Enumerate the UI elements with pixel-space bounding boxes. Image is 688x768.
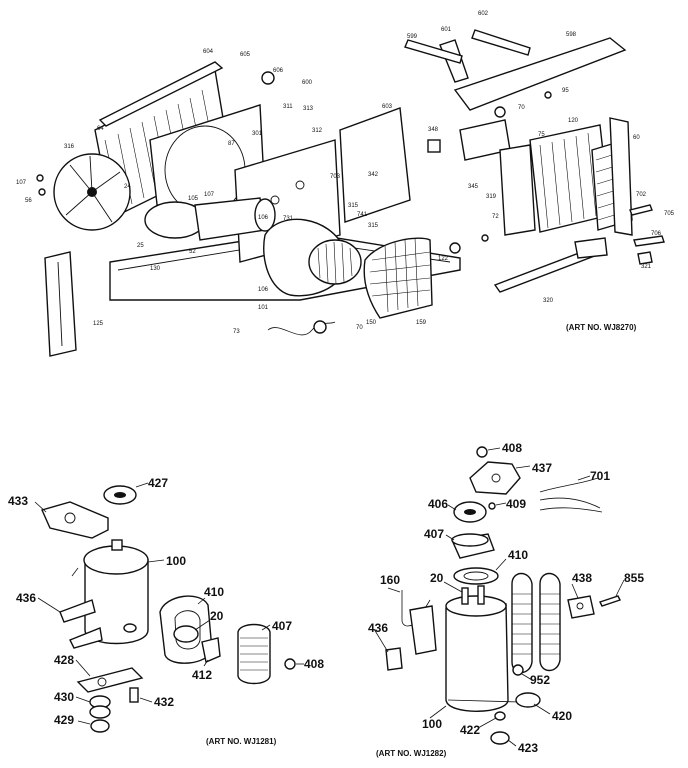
left-callouts: 427 433 100 436 410 20 407 428 408 412 4…	[8, 476, 324, 727]
callout: 429	[54, 713, 74, 727]
callout: 342	[368, 172, 379, 178]
callout: 95	[562, 88, 569, 94]
callout: 315	[368, 223, 379, 229]
callout: 409	[506, 497, 526, 511]
callout: 311	[283, 104, 293, 110]
callout: 319	[486, 194, 497, 200]
callout: 160	[380, 573, 400, 587]
callout: 428	[54, 653, 74, 667]
callout: 412	[192, 668, 212, 682]
callout: 56	[25, 198, 32, 204]
callout: 107	[204, 192, 215, 198]
callout: 316	[64, 144, 75, 150]
callout: 101	[258, 305, 269, 311]
callout: 25	[137, 243, 144, 249]
callout: 705	[664, 211, 675, 217]
callout: 604	[203, 49, 214, 55]
callout: 420	[552, 709, 572, 723]
callout: 125	[93, 321, 104, 327]
callout: 706	[651, 231, 662, 237]
top-assembly	[36, 29, 665, 357]
callout: 159	[416, 320, 427, 326]
callout: 408	[304, 657, 324, 671]
callout: 407	[424, 527, 444, 541]
callout: 106	[258, 287, 269, 293]
callout: 603	[382, 104, 393, 110]
callout: 606	[273, 68, 284, 74]
callout: 438	[572, 571, 592, 585]
callout: 741	[357, 212, 368, 218]
callout: 122	[438, 256, 449, 262]
callout: 407	[272, 619, 292, 633]
callout: 703	[330, 174, 341, 180]
compressor-assembly-right	[373, 446, 625, 747]
callout: 348	[428, 127, 439, 133]
callout: 72	[492, 214, 499, 220]
callout: 105	[188, 196, 199, 202]
callout: 422	[460, 723, 480, 737]
callout: 320	[543, 298, 554, 304]
callout: 75	[538, 132, 545, 138]
callout: 321	[641, 264, 652, 270]
callout: 20	[430, 571, 444, 585]
callout: 410	[204, 585, 224, 599]
callout: 408	[502, 441, 522, 455]
callout: 602	[478, 11, 489, 17]
callout: 60	[633, 135, 640, 141]
callout: 605	[240, 52, 251, 58]
callout: 313	[303, 106, 314, 112]
callout: 427	[148, 476, 168, 490]
callout: 24	[124, 184, 131, 190]
art-number-left: (ART NO. WJ1281)	[206, 737, 277, 746]
callout: 120	[568, 118, 579, 124]
callout: 436	[368, 621, 388, 635]
callout: 345	[468, 184, 479, 190]
art-number-right: (ART NO. WJ1282)	[376, 749, 447, 758]
callout: 130	[150, 266, 161, 272]
callout: 731	[283, 216, 294, 222]
callout: 433	[8, 494, 28, 508]
callout: 702	[636, 192, 647, 198]
callout: 952	[530, 673, 550, 687]
callout: 100	[422, 717, 442, 731]
callout: 600	[302, 80, 313, 86]
callout: 601	[441, 27, 452, 33]
callout: 312	[312, 128, 323, 134]
callout: 150	[366, 320, 377, 326]
callout: 436	[16, 591, 36, 605]
callout: 432	[154, 695, 174, 709]
art-number-top: (ART NO. WJ8270)	[566, 323, 637, 332]
callout: 598	[566, 32, 577, 38]
callout: 100	[166, 554, 186, 568]
callout: 701	[590, 469, 610, 483]
callout: 106	[258, 215, 269, 221]
callout: 437	[532, 461, 552, 475]
right-callouts: 408 437 701 406 409 407 410 160 20 438 8…	[368, 441, 644, 755]
callout: 599	[407, 34, 418, 40]
callout: 70	[518, 105, 525, 111]
callout: 430	[54, 690, 74, 704]
callout: 52	[189, 249, 196, 255]
compressor-assembly-left	[34, 482, 304, 733]
callout: 315	[348, 203, 359, 209]
callout: 20	[210, 609, 224, 623]
callout: 423	[518, 741, 538, 755]
callout: 87	[228, 141, 235, 147]
top-callouts: 602 601 599 598 70 95 604 605 606 120 60…	[16, 11, 675, 335]
callout: 70	[356, 325, 363, 331]
callout: 855	[624, 571, 644, 585]
callout: 73	[233, 329, 240, 335]
callout: 406	[428, 497, 448, 511]
callout: 410	[508, 548, 528, 562]
callout: 64	[97, 126, 104, 132]
callout: 107	[16, 180, 27, 186]
callout: 301	[252, 131, 263, 137]
